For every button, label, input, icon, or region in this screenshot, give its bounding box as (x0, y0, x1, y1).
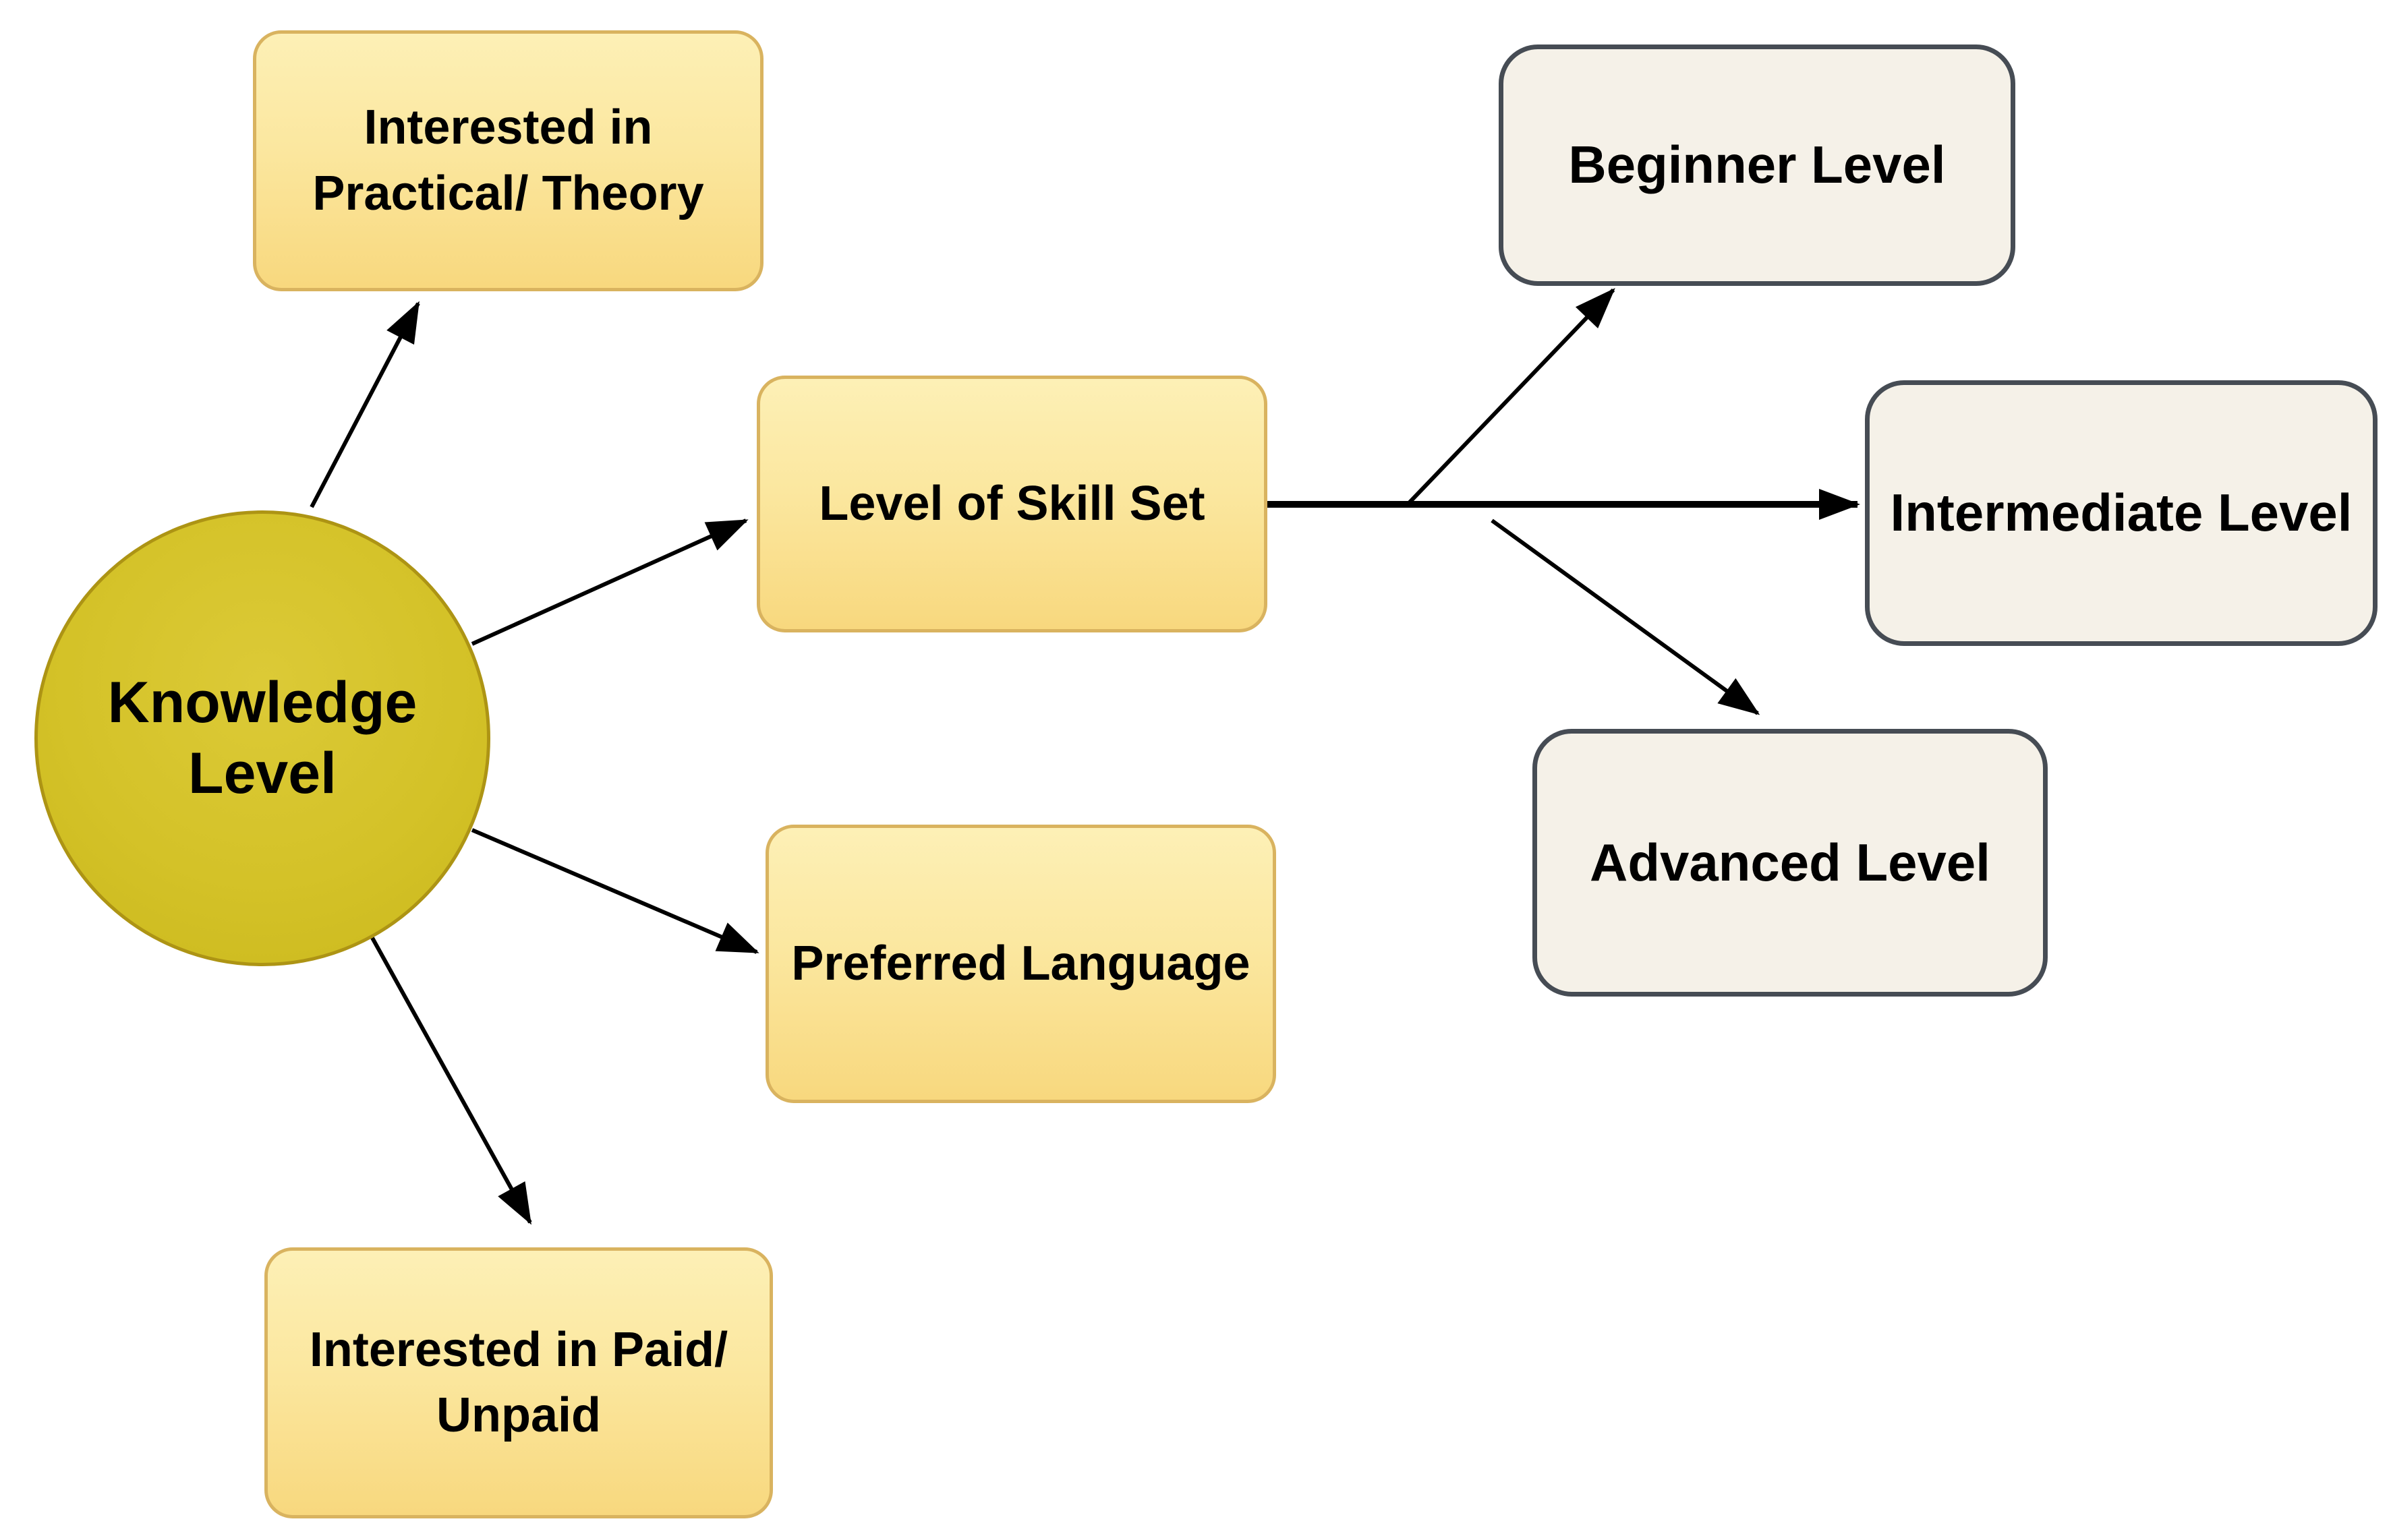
node-label-line: Level of Skill Set (819, 476, 1205, 531)
node-label-line: Intermediate Level (1890, 483, 2353, 543)
edge-knowledge-to-language-arrow (471, 828, 759, 954)
edge-skill-to-beginner-arrow (1406, 288, 1615, 506)
node-label: Interested in Practical/ Theory (312, 95, 703, 226)
edge-knowledge-to-practical-arrow (310, 301, 420, 508)
edge-knowledge-to-paid-arrow (370, 937, 532, 1225)
node-interested-practical-theory: Interested in Practical/ Theory (253, 30, 764, 291)
node-label: Knowledge Level (108, 668, 417, 809)
node-label-line: Interested in Paid/ (309, 1322, 728, 1377)
edge-knowledge-to-skill-arrow (471, 519, 749, 646)
edge-skill-to-advanced-arrow (1491, 519, 1760, 715)
node-label-line: Practical/ Theory (312, 166, 704, 220)
node-interested-paid-unpaid: Interested in Paid/ Unpaid (264, 1247, 773, 1518)
node-label-line: Level (188, 741, 337, 806)
node-beginner-level: Beginner Level (1499, 45, 2015, 286)
node-label-line: Beginner Level (1568, 135, 1946, 195)
node-label-line: Unpaid (436, 1388, 601, 1442)
node-label-line: Interested in (364, 100, 653, 155)
node-label-line: Advanced Level (1590, 832, 1990, 892)
node-intermediate-level: Intermediate Level (1865, 380, 2378, 646)
node-label: Intermediate Level (1891, 479, 2353, 547)
node-label: Advanced Level (1590, 829, 1990, 897)
node-label: Beginner Level (1568, 131, 1945, 199)
node-label: Level of Skill Set (819, 471, 1205, 537)
node-preferred-language: Preferred Language (766, 825, 1276, 1103)
node-knowledge-level: Knowledge Level (34, 510, 490, 966)
node-advanced-level: Advanced Level (1532, 729, 2048, 997)
node-label-line: Knowledge (107, 670, 417, 736)
node-level-of-skill-set: Level of Skill Set (757, 376, 1267, 632)
node-label: Interested in Paid/ Unpaid (310, 1317, 728, 1448)
node-label-line: Preferred Language (791, 936, 1250, 990)
node-label: Preferred Language (791, 931, 1250, 997)
